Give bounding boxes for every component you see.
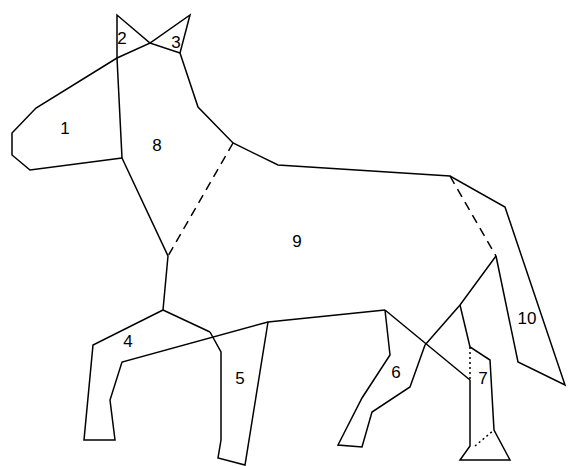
callout-number: 8 bbox=[152, 137, 161, 154]
leg-line bbox=[425, 256, 496, 345]
leg-outline bbox=[210, 322, 268, 465]
callout-number: 10 bbox=[518, 310, 537, 327]
leg-outline bbox=[460, 305, 510, 460]
tail-divider bbox=[450, 176, 496, 256]
callout-number: 6 bbox=[391, 364, 400, 381]
ears-outline bbox=[117, 15, 190, 58]
callout-number: 7 bbox=[478, 370, 487, 387]
leg-outline bbox=[338, 310, 425, 447]
callout-number: 4 bbox=[123, 333, 132, 350]
callout-number: 5 bbox=[235, 370, 244, 387]
neck-divider bbox=[168, 143, 233, 256]
leg-line bbox=[163, 310, 210, 332]
callout-number: 2 bbox=[117, 30, 126, 47]
dotted-line bbox=[469, 347, 471, 380]
leg-line bbox=[385, 310, 470, 380]
head-outline bbox=[12, 58, 122, 170]
head-neck-line bbox=[117, 58, 122, 158]
front-leg-outline bbox=[84, 310, 385, 440]
callout-number: 3 bbox=[171, 34, 180, 51]
callout-number: 9 bbox=[292, 233, 301, 250]
neck-front bbox=[122, 158, 168, 310]
dotted-line bbox=[475, 430, 494, 446]
back-and-tail bbox=[180, 53, 565, 385]
callout-number: 1 bbox=[60, 120, 69, 137]
